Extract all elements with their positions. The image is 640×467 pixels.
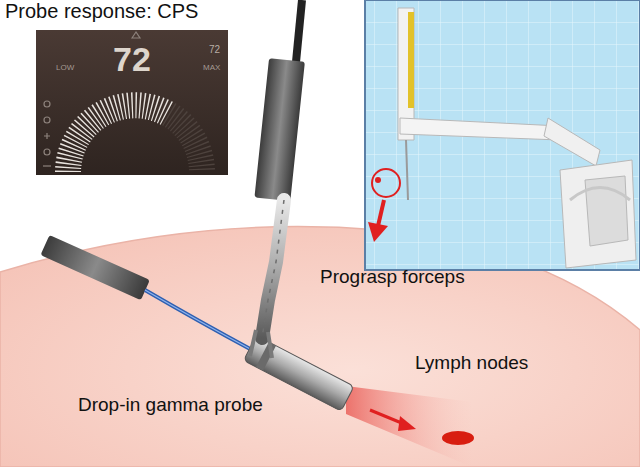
instrument-label: Drop-in gamma probe	[78, 394, 263, 416]
instrument-label: Prograsp forceps	[320, 266, 465, 288]
anatomy-label: Lymph nodes	[415, 352, 528, 374]
scale-max: MAX	[203, 63, 220, 72]
count-readout: 72	[113, 40, 151, 79]
max-value: 72	[209, 44, 220, 55]
panel-heading: Probe response: CPS	[5, 0, 198, 23]
screen-panel: Probe response: CPS72LOWMAX72	[36, 30, 228, 175]
scale-low: LOW	[56, 63, 74, 72]
